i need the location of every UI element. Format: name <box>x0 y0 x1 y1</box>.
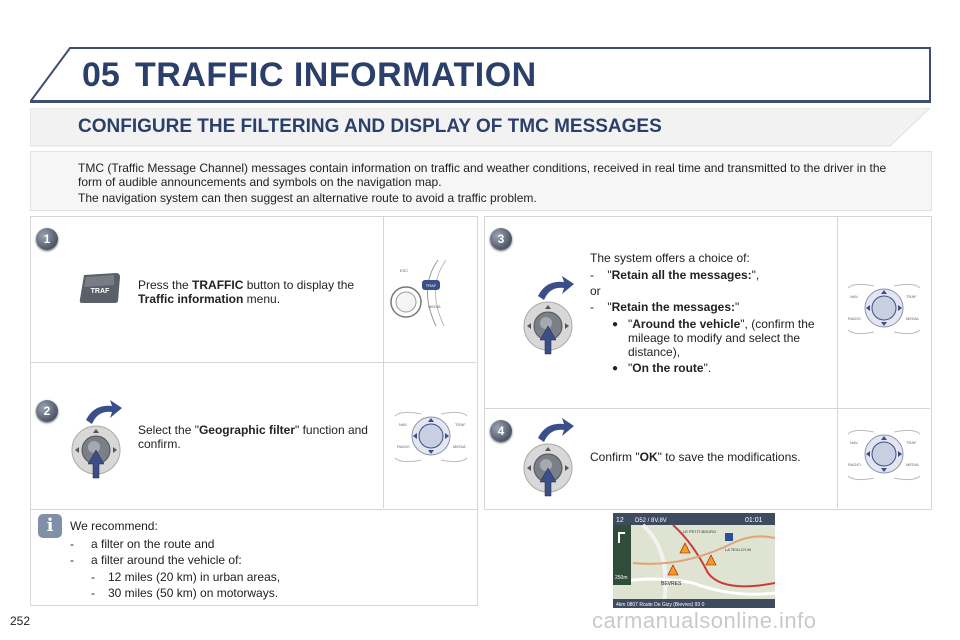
chapter-number: 05 <box>82 56 120 94</box>
map-graphic: 12 D52 / 8V.8V 01:01 250m LE PETIT-BOURG… <box>613 513 775 608</box>
panel-radio-label-4: RADIO <box>848 462 861 467</box>
step-3-sub1-quote: " <box>628 317 633 331</box>
step-3-sub-around: "Around the vehicle", (confirm the milea… <box>628 317 824 359</box>
panel-media-label-4: MEDIA <box>906 462 919 467</box>
traffic-button-label: TRAF <box>91 288 110 295</box>
section-bar <box>30 108 931 147</box>
map-scale: 250m <box>615 575 628 581</box>
step-2-text: Select the "Geographic filter" function … <box>138 423 374 451</box>
page-number: 252 <box>10 614 31 628</box>
step-3-dash-1: - <box>590 268 594 282</box>
intro-paragraph-2: The navigation system can then suggest a… <box>78 191 537 205</box>
control-panel-illustration-2: NAV TRAF RADIO MEDIA <box>394 411 468 463</box>
map-clock: 01:01 <box>745 517 763 524</box>
step-3-sub2-quote: " <box>628 361 633 375</box>
panel-media-label-1: MEDIA <box>428 304 441 309</box>
step-1-text: Press the TRAFFIC button to display the … <box>138 278 378 306</box>
step-3-sub1-post: ", (confirm the mileage to modify and se… <box>628 317 815 359</box>
watermark: carmanualsonline.info <box>592 608 817 633</box>
step-3-option-1: - "Retain all the messages:", <box>590 268 830 282</box>
bullet-icon-2: ● <box>612 363 619 374</box>
step-1-badge: 1 <box>36 228 58 250</box>
panel-nav-label-3: NAV <box>850 294 858 299</box>
recommend-dash-1: - <box>70 537 74 551</box>
panel-nav-label-2: NAV <box>399 422 407 427</box>
left-divider <box>31 362 476 363</box>
panel-traf-label-2: TRAF <box>455 422 466 427</box>
rotary-dial-icon-2 <box>71 400 122 479</box>
navigation-map-screenshot: 12 D52 / 8V.8V 01:01 250m LE PETIT-BOURG… <box>613 513 775 608</box>
step-4-text: Confirm "OK" to save the modifications. <box>590 450 830 464</box>
map-top-road: D52 / 8V.8V <box>635 518 667 524</box>
step-3-opt1-quote-close: ", <box>751 268 760 282</box>
recommend-item-2: a filter around the vehicle of: <box>91 553 242 567</box>
control-panel-illustration-4: NAV TRAF RADIO MEDIA <box>847 429 921 481</box>
panel-media-label-3: MEDIA <box>906 316 919 321</box>
map-status-bar: 4km 0807 Route De Gizy (Bievres) 93 0 <box>616 602 705 608</box>
map-top-left: 12 <box>616 517 624 524</box>
step-2-badge: 2 <box>36 400 58 422</box>
step-4-ok: OK <box>639 450 658 464</box>
control-panel-illustration-3: NAV TRAF RADIO MEDIA <box>847 283 921 335</box>
panel-traf-label-1: TRAF <box>426 283 437 288</box>
step-3-intro: The system offers a choice of: <box>590 251 750 265</box>
step-3-around-vehicle: Around the vehicle <box>632 317 741 331</box>
map-place-3: BEVRES <box>661 581 682 587</box>
step-4-badge: 4 <box>490 420 512 442</box>
step-3-option-retain-messages: Retain the messages: <box>611 300 735 314</box>
recommend-subitem-2: 30 miles (50 km) on motorways. <box>108 586 279 600</box>
panel-traf-label-4: TRAF <box>906 440 917 445</box>
panel-traf-label-3: TRAF <box>906 294 917 299</box>
step-1-mid: button to display the <box>243 278 355 292</box>
step-4-post: " to save the modifications. <box>657 450 801 464</box>
recommend-dash-2: - <box>70 553 74 567</box>
traffic-button-icon: TRAF <box>79 273 120 303</box>
step-3-on-route: On the route <box>632 361 704 375</box>
panel-radio-label-2: RADIO <box>397 444 410 449</box>
recommend-title: We recommend: <box>70 519 158 533</box>
recommend-item-1: a filter on the route and <box>91 537 215 551</box>
section-title: CONFIGURE THE FILTERING AND DISPLAY OF T… <box>78 116 662 137</box>
step-2-bold: Geographic filter <box>198 423 295 437</box>
step-3-option-retain-all: Retain all the messages: <box>611 268 752 282</box>
intro-paragraph-1: TMC (Traffic Message Channel) messages c… <box>78 161 887 189</box>
info-icon: i <box>38 514 62 538</box>
step-1-bold-menu: Traffic information <box>138 292 244 306</box>
panel-radio-label-3: RADIO <box>848 316 861 321</box>
recommend-sub-dash-1: - <box>91 570 95 584</box>
right-image-divider <box>837 217 838 508</box>
rotary-dial-icon-4 <box>523 418 574 497</box>
chapter-title: TRAFFIC INFORMATION <box>135 56 537 94</box>
step-1-post: menu. <box>243 292 281 306</box>
recommend-box <box>30 509 478 606</box>
panel-media-label-2: MEDIA <box>453 444 466 449</box>
right-divider <box>485 408 930 409</box>
left-image-divider <box>383 217 384 508</box>
step-3-sub-route: "On the route". <box>628 361 824 375</box>
control-panel-illustration-1: TRAF ESC MEDIA <box>390 259 447 327</box>
map-place-1: LE PETIT-BOURG <box>683 529 716 534</box>
step-1-bold-traffic: TRAFFIC <box>192 278 244 292</box>
panel-esc-label: ESC <box>400 268 408 273</box>
step-2-post: " function and confirm. <box>138 423 368 451</box>
step-3-opt1-quote-open: " <box>607 268 612 282</box>
step-4-pre: Confirm " <box>590 450 640 464</box>
panel-nav-label-4: NAV <box>850 440 858 445</box>
header-frame <box>30 47 931 103</box>
rotary-dial-icon-3 <box>523 276 574 355</box>
step-3-or: or <box>590 284 601 298</box>
bullet-icon-1: ● <box>612 319 619 330</box>
step-3-sub2-post: ". <box>703 361 712 375</box>
step-3-opt2-quote-close: " <box>735 300 740 314</box>
step-3-option-2: - "Retain the messages:" <box>590 300 830 314</box>
step-3-badge: 3 <box>490 228 512 250</box>
step-2-pre: Select the " <box>138 423 199 437</box>
recommend-sub-dash-2: - <box>91 586 95 600</box>
step-1-pre: Press the <box>138 278 193 292</box>
intro-box: TMC (Traffic Message Channel) messages c… <box>30 151 932 211</box>
recommend-subitem-1: 12 miles (20 km) in urban areas, <box>108 570 281 584</box>
step-3-dash-2: - <box>590 300 594 314</box>
map-place-2: LA TEXLOY-M <box>725 547 751 552</box>
step-3-opt2-quote-open: " <box>607 300 612 314</box>
